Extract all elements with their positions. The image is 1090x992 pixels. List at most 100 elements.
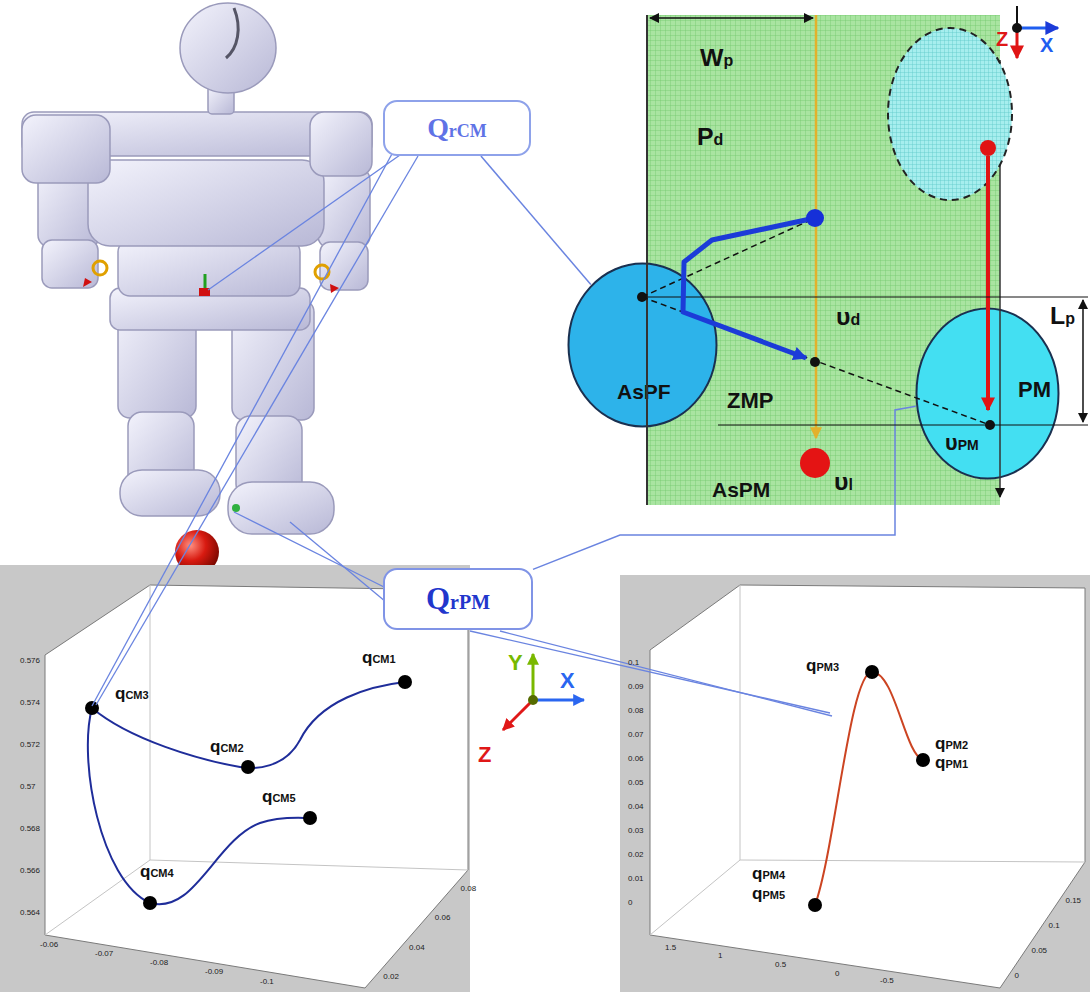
desired-zmp — [806, 209, 824, 227]
plot-pm — [620, 575, 1090, 992]
axis-tick-label: -0.09 — [205, 967, 223, 976]
axis-tick-label: 0.574 — [20, 698, 40, 707]
diagram-label: qPM2 — [935, 734, 968, 754]
limit-point — [800, 448, 830, 478]
axis-tick-label: 0.05 — [1032, 946, 1048, 955]
axis-tick-label: 0.02 — [383, 972, 399, 981]
region-border — [646, 15, 648, 505]
humanoid-robot — [120, 470, 220, 516]
diagram-label: qPM1 — [935, 753, 968, 773]
node-text: QrPM — [426, 581, 490, 617]
humanoid-robot — [310, 112, 372, 176]
plot-cm — [398, 675, 412, 689]
axis-tick-label: 0.1 — [628, 658, 639, 667]
leader-line — [470, 631, 830, 713]
humanoid-robot — [118, 240, 300, 296]
joint-marker — [232, 504, 240, 512]
diagram-label: qPM4 — [752, 864, 785, 884]
ankle-point — [637, 292, 647, 302]
frame-axes — [1012, 23, 1022, 33]
zmp-point — [810, 357, 820, 367]
plot-cm — [303, 811, 317, 825]
dashed-link — [642, 218, 815, 297]
axis-tick-label: -0.08 — [150, 958, 168, 967]
plot-cm — [45, 585, 468, 988]
leader-line — [208, 155, 400, 290]
plot-pm — [650, 585, 1085, 988]
diagram-label: qPM5 — [752, 884, 785, 904]
axis-tick-label: 0.15 — [1066, 896, 1082, 905]
diagram-label: qPM3 — [806, 656, 839, 676]
ellipse-outline — [569, 264, 717, 427]
axis-tick-label: 0.568 — [20, 824, 40, 833]
axis-tick-label: 0.5 — [775, 960, 786, 969]
plot-pm — [808, 898, 822, 912]
axis-tick-label: 0.1 — [1049, 921, 1060, 930]
axis-tick-label: 0.04 — [409, 943, 425, 952]
humanoid-robot — [226, 8, 238, 58]
foot-point — [980, 140, 996, 156]
joint-marker — [83, 278, 92, 287]
frame-axes — [1017, 27, 1058, 30]
axis-tick-label: -0.5 — [880, 976, 894, 985]
diagram-label: ZMP — [727, 388, 773, 413]
humanoid-robot — [228, 482, 334, 534]
axis-triad — [528, 695, 538, 705]
diagram-label: AsPM — [712, 478, 770, 502]
diagram-label: Z — [478, 742, 491, 767]
diagram-label: Wp — [700, 44, 733, 73]
axis-tick-label: 0.566 — [20, 866, 40, 875]
axis-tick-label: 0.07 — [628, 730, 644, 739]
axis-tick-label: 0.01 — [628, 874, 644, 883]
ellipse-outline — [567, 262, 718, 428]
node-text: AsPF — [617, 380, 671, 404]
node-text: Pd — [697, 123, 723, 152]
node-text: υPM — [945, 431, 979, 456]
plot-pm — [916, 753, 930, 767]
diagram-label: υd — [836, 303, 860, 332]
diagram-label: Z — [996, 28, 1008, 51]
axis-triad — [503, 700, 533, 730]
axis-tick-label: 0.09 — [628, 682, 644, 691]
support-foot: AsPF — [567, 262, 718, 428]
axis-tick-label: 0.57 — [20, 782, 36, 791]
step-line — [642, 297, 1088, 298]
axis-tick-label: 0.06 — [628, 754, 644, 763]
axis-tick-label: 0 — [628, 898, 632, 907]
foot-motion — [986, 156, 990, 410]
joint-marker — [83, 261, 339, 512]
axis-tick-label: 0.03 — [628, 826, 644, 835]
plot-cm — [45, 585, 468, 935]
axis-triad — [532, 654, 535, 700]
leader-line — [234, 512, 390, 590]
length-dimension — [1082, 300, 1084, 422]
axis-tick-label: 0.06 — [435, 913, 451, 922]
axis-tick-label: -0.07 — [95, 949, 113, 958]
plot-cm — [241, 760, 255, 774]
diagram-label: υl — [834, 468, 853, 497]
axis-tick-label: 1 — [718, 951, 722, 960]
axis-tick-label: 0.02 — [628, 850, 644, 859]
ankle-point — [985, 420, 995, 430]
callout-box: QrCM — [383, 100, 531, 156]
diagram-label: Lp — [1050, 302, 1075, 331]
width-dimension — [650, 17, 813, 19]
diagram-label: qCM4 — [140, 862, 174, 882]
callout-connector — [481, 156, 591, 285]
axis-tick-label: -0.06 — [40, 940, 58, 949]
humanoid-robot — [22, 115, 110, 183]
plot-pm — [620, 575, 1090, 992]
leader-line — [290, 522, 386, 602]
humanoid-robot — [22, 3, 372, 534]
zmp-path — [683, 218, 815, 358]
diagram-label: X — [560, 668, 575, 693]
axis-tick-label: 0 — [1015, 971, 1019, 980]
diagram-label: qCM3 — [115, 684, 149, 704]
axis-tick-label: 0.08 — [461, 884, 477, 893]
joint-marker — [315, 265, 329, 279]
humanoid-robot — [180, 3, 276, 93]
diagram-label: Y — [508, 650, 523, 675]
callout-box: QrPM — [383, 568, 533, 630]
axis-tick-label: -0.1 — [260, 977, 274, 986]
